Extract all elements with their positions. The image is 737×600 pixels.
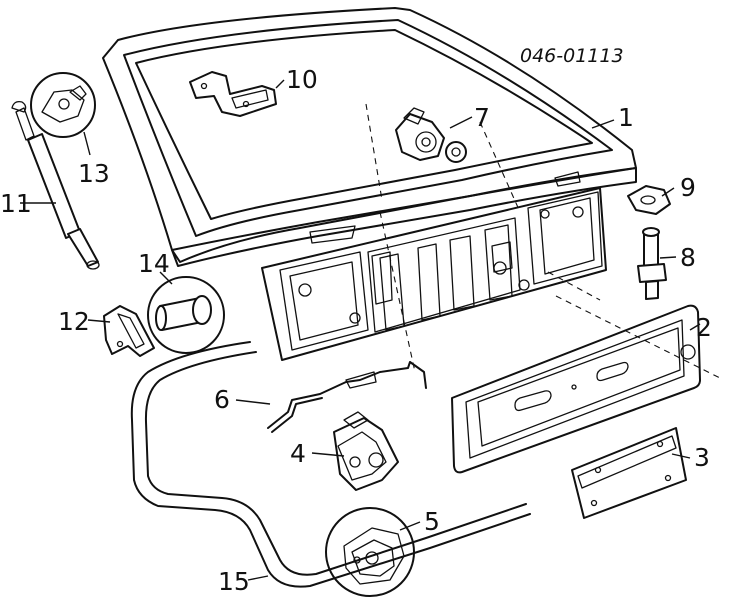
callout-12: 12 bbox=[58, 307, 90, 336]
callout-4: 4 bbox=[290, 439, 306, 468]
callout-7: 7 bbox=[474, 103, 490, 132]
callout-8: 8 bbox=[680, 243, 696, 272]
part-1-tailgate-door bbox=[102, 7, 637, 361]
alignment-lines bbox=[365, 103, 721, 379]
part-11-gas-strut bbox=[11, 100, 100, 270]
callout-11: 11 bbox=[0, 189, 32, 218]
part-5-striker bbox=[325, 507, 415, 597]
callout-6: 6 bbox=[214, 385, 230, 414]
part-15-weatherstrip bbox=[130, 341, 531, 588]
leader-lines bbox=[20, 79, 701, 581]
part-2-back-door-garnish bbox=[451, 304, 701, 474]
part-10-hinge bbox=[189, 71, 277, 117]
part-8-bolt bbox=[637, 227, 667, 300]
callout-3: 3 bbox=[694, 443, 710, 472]
part-6-lock-rod bbox=[267, 361, 427, 433]
part-13-strut-end bbox=[30, 72, 96, 138]
callout-numbers: 1 2 3 4 5 6 7 8 9 10 11 12 13 14 15 bbox=[0, 65, 712, 596]
callout-5: 5 bbox=[424, 507, 440, 536]
callout-15: 15 bbox=[218, 567, 250, 596]
catalog-code: 046-01113 bbox=[520, 45, 624, 67]
part-9-nut bbox=[627, 185, 671, 215]
callout-14: 14 bbox=[138, 249, 170, 278]
callout-2: 2 bbox=[696, 313, 712, 342]
part-7-lock-cylinder bbox=[395, 107, 467, 163]
callout-9: 9 bbox=[680, 173, 696, 202]
callout-10: 10 bbox=[286, 65, 318, 94]
part-3-plate-bracket bbox=[571, 427, 687, 519]
part-12-bracket bbox=[103, 305, 155, 357]
part-14-pin bbox=[147, 276, 225, 354]
callout-1: 1 bbox=[618, 103, 634, 132]
callout-13: 13 bbox=[78, 159, 110, 188]
part-4-door-lock bbox=[333, 411, 399, 491]
